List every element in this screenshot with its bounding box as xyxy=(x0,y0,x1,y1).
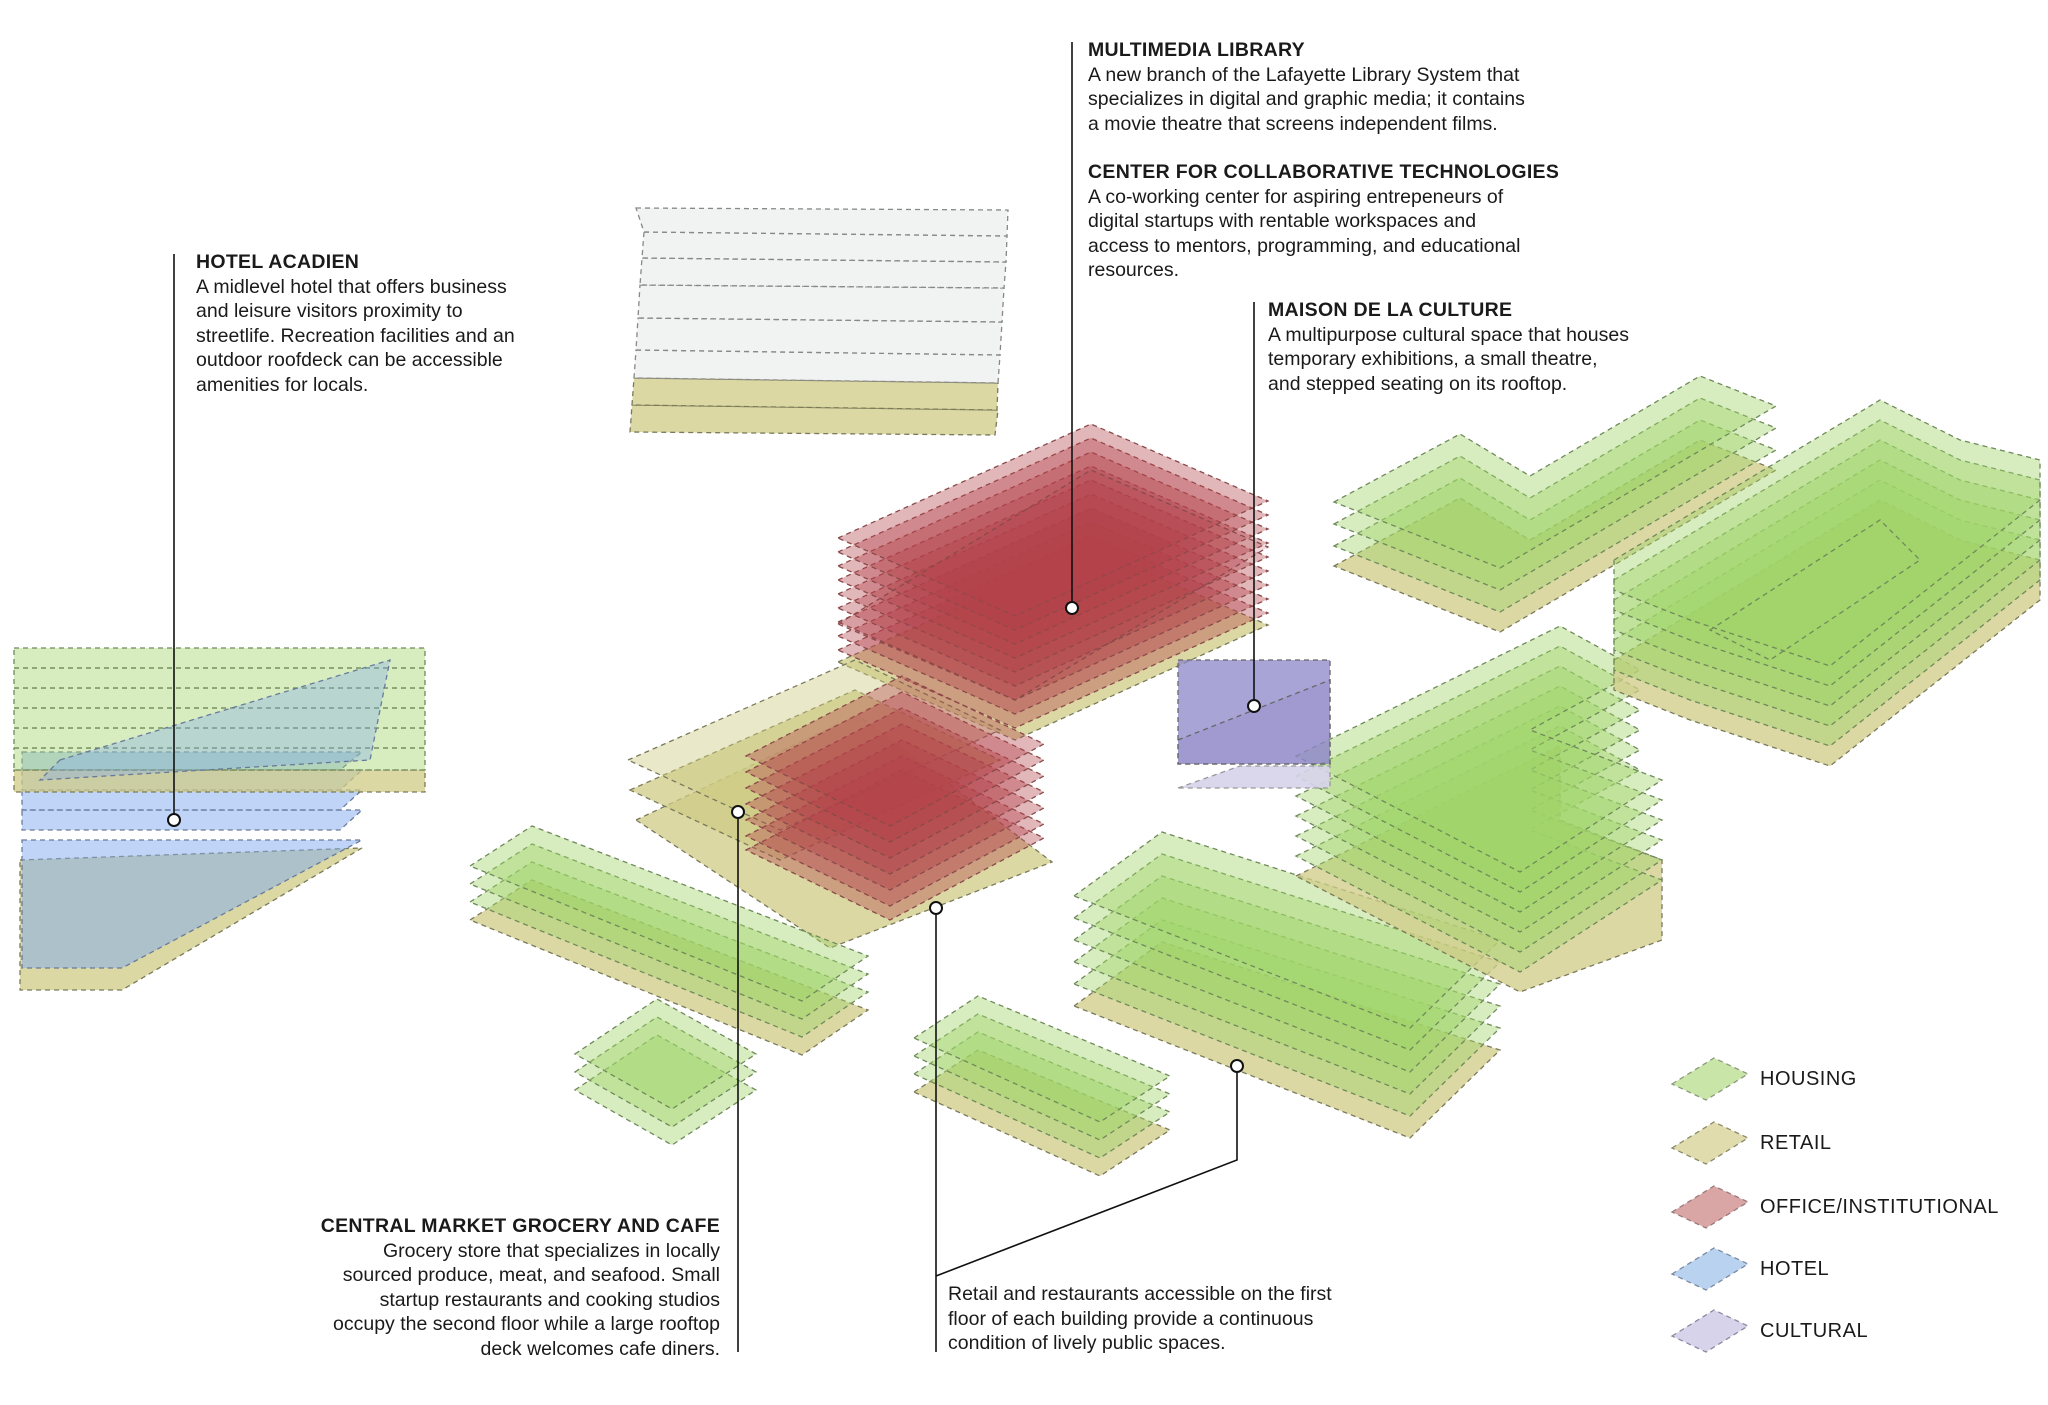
housing-mid-lower xyxy=(912,995,1172,1177)
annotation-line: A new branch of the Lafayette Library Sy… xyxy=(1088,63,1520,86)
annotation-line: and leisure visitors proximity to xyxy=(196,300,463,322)
legend-item-cultural: CULTURAL xyxy=(1664,1306,2004,1358)
annotation-line: floor of each building provide a continu… xyxy=(948,1307,1314,1330)
legend-item-retail: RETAIL xyxy=(1664,1118,2004,1170)
annotation-line: outdoor roofdeck can be accessible xyxy=(196,349,503,371)
annotation-multimedia-library: MULTIMEDIA LIBRARY A new branch of the L… xyxy=(1088,38,1648,136)
annotation-line: condition of lively public spaces. xyxy=(948,1332,1226,1354)
housing-l-shape-right xyxy=(1294,625,1664,993)
annotation-line: digital startups with rentable workspace… xyxy=(1088,210,1477,232)
annotation-title: MULTIMEDIA LIBRARY xyxy=(1088,39,1305,61)
annotation-line: streetlife. Recreation facilities and an xyxy=(196,324,515,347)
legend-label: HOUSING xyxy=(1760,1068,1857,1090)
annotation-title: MAISON DE LA CULTURE xyxy=(1268,299,1513,321)
legend-label: HOTEL xyxy=(1760,1258,1830,1280)
annotation-central-market: CENTRAL MARKET GROCERY AND CAFE Grocery … xyxy=(236,1214,720,1361)
legend-label: OFFICE/INSTITUTIONAL xyxy=(1760,1196,1999,1218)
housing-small-left xyxy=(573,998,758,1146)
legend-label: CULTURAL xyxy=(1760,1320,1869,1342)
market-marker xyxy=(731,805,745,819)
annotation-line: A midlevel hotel that offers business xyxy=(196,275,507,298)
legend-label: RETAIL xyxy=(1760,1132,1832,1154)
housing-bar-left xyxy=(468,825,870,1056)
multimedia-library-marker xyxy=(1065,601,1079,615)
annotation-hotel-acadien: HOTEL ACADIEN A midlevel hotel that offe… xyxy=(196,250,616,397)
annotation-title: CENTER FOR COLLABORATIVE TECHNOLOGIES xyxy=(1088,161,1560,183)
housing-chevron-top-right xyxy=(1332,375,1778,633)
central-market-stack xyxy=(626,659,1054,949)
annotation-line: and stepped seating on its rooftop. xyxy=(1268,372,1568,395)
leader-lines xyxy=(167,42,1261,1352)
annotation-line: sourced produce, meat, and seafood. Smal… xyxy=(342,1264,720,1286)
annotation-collaborative-technologies: CENTER FOR COLLABORATIVE TECHNOLOGIES A … xyxy=(1088,160,1648,283)
legend-item-office-institutional: OFFICE/INSTITUTIONAL xyxy=(1664,1182,2004,1234)
annotation-line: A multipurpose cultural space that house… xyxy=(1268,323,1629,346)
annotation-line: amenities for locals. xyxy=(196,373,369,396)
annotation-line: resources. xyxy=(1088,259,1180,281)
annotation-line: Retail and restaurants accessible on the… xyxy=(948,1283,1332,1305)
hotel-acadien-stack xyxy=(13,647,426,991)
annotation-line: A co-working center for aspiring entrepe… xyxy=(1088,185,1504,208)
retail-marker-2 xyxy=(1230,1059,1244,1073)
annotation-line: specializes in digital and graphic media… xyxy=(1088,88,1525,110)
annotation-line: temporary exhibitions, a small theatre, xyxy=(1268,348,1598,370)
retail-marker-1 xyxy=(929,901,943,915)
hotel-marker xyxy=(167,813,181,827)
annotation-retail-restaurants: Retail and restaurants accessible on the… xyxy=(948,1282,1428,1356)
annotation-title: CENTRAL MARKET GROCERY AND CAFE xyxy=(320,1215,720,1237)
annotation-line: occupy the second floor while a large ro… xyxy=(333,1313,720,1335)
housing-large-center xyxy=(1072,831,1502,1139)
annotation-line: startup restaurants and cooking studios xyxy=(379,1288,720,1311)
housing-ring-far-right xyxy=(1613,399,2041,767)
legend-item-housing: HOUSING xyxy=(1664,1054,2004,1106)
annotation-line: deck welcomes cafe diners. xyxy=(480,1337,720,1360)
annotation-line: access to mentors, programming, and educ… xyxy=(1088,234,1521,257)
annotation-line: Grocery store that specializes in locall… xyxy=(382,1239,720,1262)
annotation-line: a movie theatre that screens independent… xyxy=(1088,112,1498,135)
maison-marker xyxy=(1247,699,1261,713)
legend-item-hotel: HOTEL xyxy=(1664,1244,2004,1296)
massing-block-top xyxy=(629,207,1009,436)
multimedia-library-stack xyxy=(836,423,1270,741)
annotation-maison-de-la-culture: MAISON DE LA CULTURE A multipurpose cult… xyxy=(1268,298,1768,396)
annotation-title: HOTEL ACADIEN xyxy=(196,251,360,273)
